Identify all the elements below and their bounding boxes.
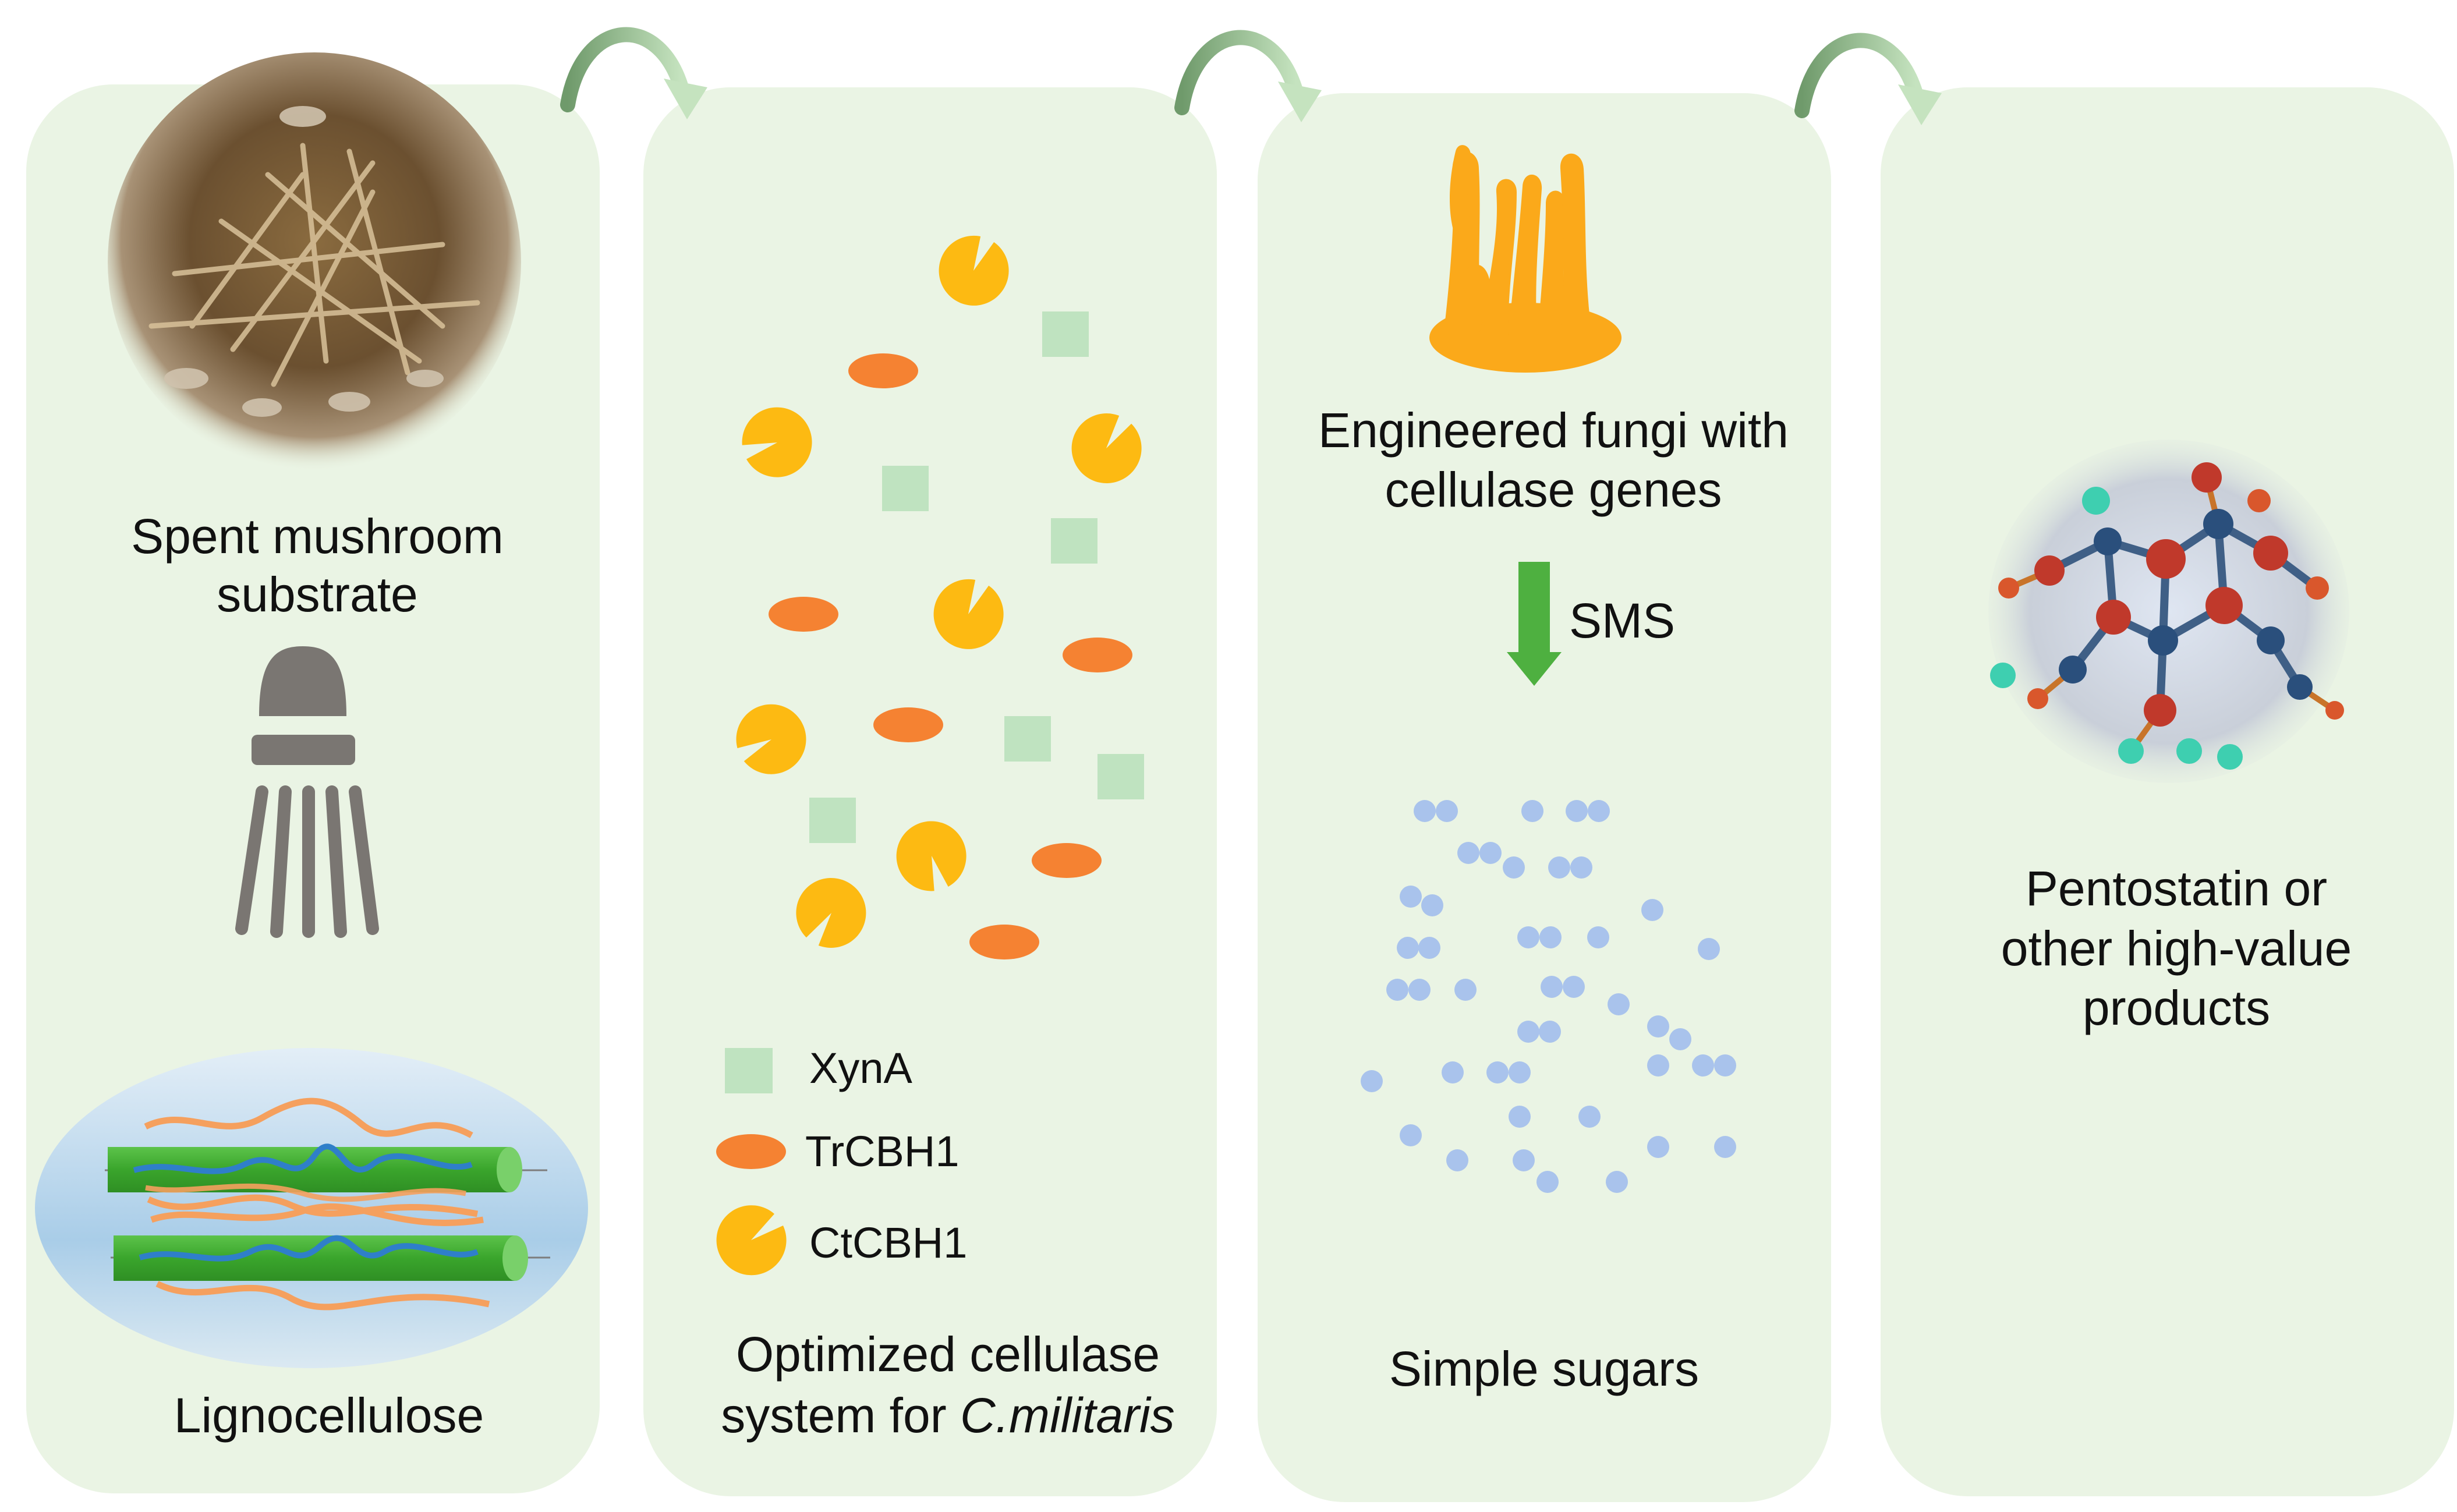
xyna-enzyme xyxy=(1051,518,1097,564)
legend-ctcbh1-swatch xyxy=(716,1205,787,1276)
lignocellulose-fiber-icon xyxy=(35,1048,588,1368)
sugar-dot xyxy=(1421,894,1443,916)
sugar-dot xyxy=(1606,1171,1628,1193)
sugar-dots-icon xyxy=(1361,800,1736,1193)
ctcbh1-enzyme xyxy=(736,704,806,774)
sugar-dot xyxy=(1408,979,1431,1001)
spent-mushroom-substrate-photo xyxy=(108,52,521,472)
sugar-dot xyxy=(1608,993,1630,1015)
curved-arrow-3-icon xyxy=(1794,33,1942,125)
sugar-dot xyxy=(1714,1054,1736,1077)
sugar-dot xyxy=(1578,1106,1601,1128)
sugar-dot xyxy=(1517,926,1539,948)
cordyceps-fungi-icon xyxy=(1429,145,1622,373)
sms-caption-line2: substrate xyxy=(217,567,418,622)
legend: XynA TrCBH1 CtCBH1 xyxy=(716,1044,967,1276)
sugar-dot xyxy=(1386,979,1408,1001)
cellulase-caption-line2: system for C.militaris xyxy=(721,1388,1174,1443)
sugar-dot xyxy=(1400,1124,1422,1146)
ctcbh1-enzyme xyxy=(939,235,1009,306)
legend-xyna-swatch xyxy=(725,1048,773,1093)
sugar-dot xyxy=(1436,800,1458,822)
sugar-dot xyxy=(1539,926,1562,948)
ctcbh1-enzyme xyxy=(796,877,866,948)
xyna-enzyme xyxy=(1042,311,1089,357)
trcbh1-enzyme xyxy=(969,925,1039,959)
trcbh1-enzyme xyxy=(873,707,943,742)
molecule-render xyxy=(1988,440,2349,783)
sugar-dot xyxy=(1361,1070,1383,1092)
shower-head-icon xyxy=(235,646,379,938)
trcbh1-enzyme xyxy=(848,353,918,388)
sugar-dot xyxy=(1414,800,1436,822)
curved-arrow-2-icon xyxy=(1174,30,1322,122)
sms-caption-line1: Spent mushroom xyxy=(131,509,504,564)
lignocellulose-caption: Lignocellulose xyxy=(174,1388,484,1443)
sugar-dot xyxy=(1588,800,1610,822)
sugar-dot xyxy=(1454,979,1477,1001)
legend-trcbh1-label: TrCBH1 xyxy=(805,1127,960,1175)
sugar-dot xyxy=(1714,1136,1736,1158)
trcbh1-enzyme xyxy=(1032,843,1102,878)
sugar-dot xyxy=(1541,976,1563,998)
simple-sugars-caption: Simple sugars xyxy=(1389,1341,1699,1396)
sugar-dot xyxy=(1486,1061,1509,1083)
sugar-dot xyxy=(1536,1171,1559,1193)
xyna-enzyme xyxy=(1004,716,1051,762)
sugar-dot xyxy=(1587,926,1609,948)
xyna-enzyme xyxy=(809,798,856,843)
down-arrow-icon xyxy=(1507,562,1562,686)
xyna-enzyme xyxy=(882,466,929,511)
panel-fungi xyxy=(1258,93,1831,1502)
sugar-dot xyxy=(1669,1028,1691,1050)
sugar-dot xyxy=(1509,1106,1531,1128)
curved-arrow-1-icon xyxy=(560,27,707,119)
sugar-dot xyxy=(1457,842,1479,864)
sugar-dot xyxy=(1563,976,1585,998)
ctcbh1-enzyme xyxy=(896,821,966,891)
sugar-dot xyxy=(1513,1149,1535,1171)
sugar-dot xyxy=(1446,1149,1468,1171)
sugar-dot xyxy=(1548,856,1570,879)
sugar-dot xyxy=(1539,1021,1561,1043)
sugar-dot xyxy=(1400,886,1422,908)
products-caption-line3: products xyxy=(2083,980,2270,1035)
trcbh1-enzyme xyxy=(1063,638,1132,672)
sugar-dot xyxy=(1647,1136,1669,1158)
legend-trcbh1-swatch xyxy=(716,1134,786,1169)
products-caption-line1: Pentostatin or xyxy=(2026,861,2327,916)
sugar-dot xyxy=(1418,937,1440,959)
ctcbh1-enzyme xyxy=(742,407,812,477)
sugar-dot xyxy=(1503,856,1525,879)
fungi-caption-line1: Engineered fungi with xyxy=(1318,403,1789,458)
sugar-dot xyxy=(1479,842,1502,864)
xyna-enzyme xyxy=(1097,754,1144,799)
sugar-dot xyxy=(1397,937,1419,959)
sugar-dot xyxy=(1566,800,1588,822)
legend-xyna-label: XynA xyxy=(809,1044,913,1092)
sugar-dot xyxy=(1442,1061,1464,1083)
ctcbh1-enzyme xyxy=(933,579,1004,649)
sugar-dot xyxy=(1692,1054,1714,1077)
enzyme-scatter xyxy=(736,235,1144,959)
sugar-dot xyxy=(1509,1061,1531,1083)
sugar-dot xyxy=(1698,938,1720,960)
sugar-dot xyxy=(1647,1054,1669,1077)
sugar-dot xyxy=(1570,856,1592,879)
fungi-caption-line2: cellulase genes xyxy=(1385,462,1722,517)
sugar-dot xyxy=(1647,1015,1669,1037)
sugar-dot xyxy=(1517,1021,1539,1043)
sugar-dot xyxy=(1641,899,1663,921)
cellulase-caption-line1: Optimized cellulase xyxy=(736,1327,1160,1382)
legend-ctcbh1-label: CtCBH1 xyxy=(809,1219,967,1267)
products-caption-line2: other high-value xyxy=(2001,921,2352,976)
sms-arrow-label: SMS xyxy=(1569,593,1675,648)
ctcbh1-enzyme xyxy=(1071,413,1142,484)
trcbh1-enzyme xyxy=(769,597,838,632)
sugar-dot xyxy=(1521,800,1543,822)
panel-products xyxy=(1881,87,2454,1496)
